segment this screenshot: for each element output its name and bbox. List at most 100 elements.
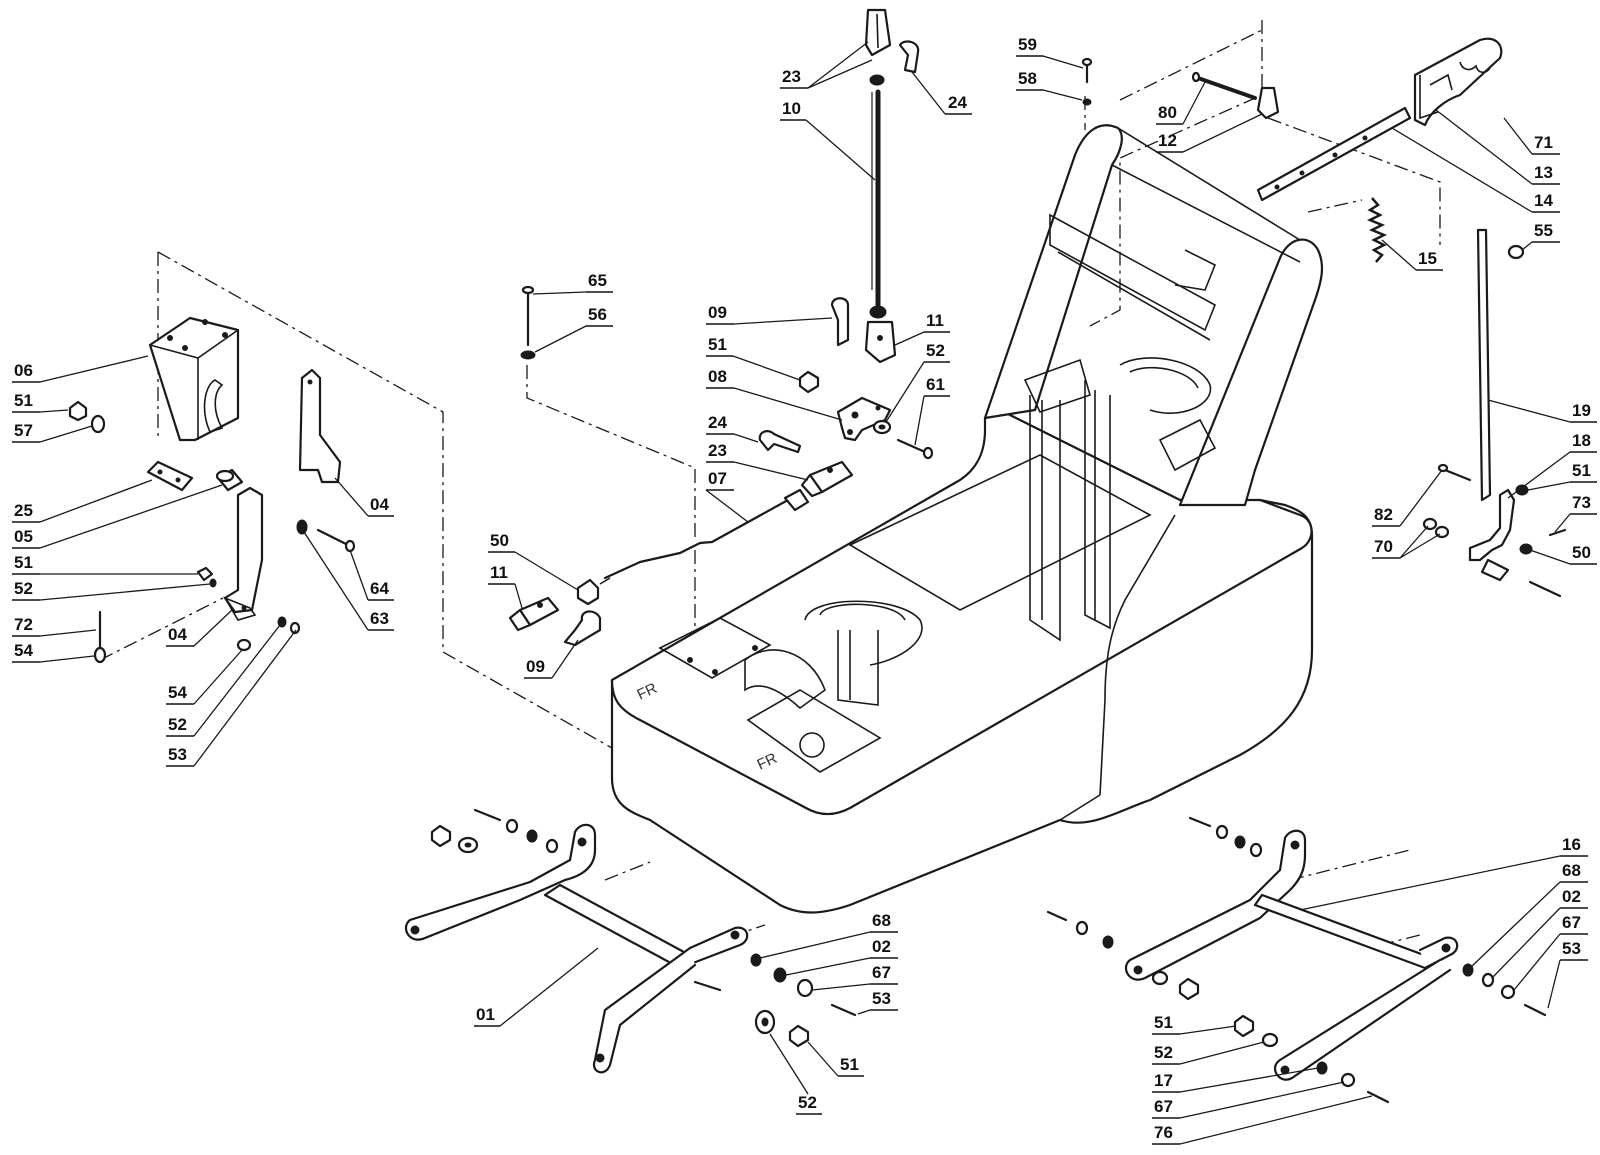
svg-text:23: 23: [782, 67, 801, 86]
svg-text:11: 11: [926, 311, 944, 330]
svg-text:50: 50: [1572, 543, 1591, 562]
svg-text:50: 50: [490, 531, 509, 550]
callout-14: 14: [1391, 127, 1560, 213]
svg-text:19: 19: [1572, 401, 1591, 420]
callout-73: 73: [1554, 493, 1597, 533]
callout-68: 68: [759, 911, 898, 959]
callout-51: 51: [1152, 1013, 1237, 1035]
callout-51: 51: [1527, 461, 1597, 491]
svg-text:51: 51: [708, 335, 727, 354]
svg-text:01: 01: [476, 1005, 495, 1024]
bracket-06: [148, 316, 240, 442]
svg-text:05: 05: [14, 527, 33, 546]
svg-text:68: 68: [872, 911, 891, 930]
svg-text:02: 02: [872, 937, 891, 956]
svg-text:53: 53: [872, 989, 891, 1008]
callout-64: 64: [349, 549, 394, 601]
fr-mark-front: FR: [755, 750, 780, 774]
callout-09: 09: [706, 303, 833, 325]
svg-text:02: 02: [1562, 887, 1581, 906]
svg-text:56: 56: [588, 305, 607, 324]
frame-16: [1124, 829, 1459, 1081]
svg-text:52: 52: [1154, 1043, 1173, 1062]
callout-02: 02: [785, 937, 898, 976]
callout-11: 11: [488, 563, 523, 609]
svg-text:67: 67: [872, 963, 891, 982]
svg-text:04: 04: [370, 495, 389, 514]
callout-50: 50: [1529, 543, 1597, 565]
callout-80: 80: [1156, 81, 1206, 125]
callout-52: 52: [1152, 1041, 1265, 1065]
callout-04: 04: [166, 609, 233, 647]
svg-text:55: 55: [1534, 221, 1553, 240]
svg-text:82: 82: [1374, 505, 1393, 524]
svg-text:51: 51: [1572, 461, 1591, 480]
svg-text:51: 51: [14, 391, 33, 410]
bolt-65: [520, 285, 536, 360]
svg-text:16: 16: [1562, 835, 1581, 854]
svg-text:15: 15: [1418, 249, 1437, 268]
pin-24-lower: [758, 430, 802, 454]
callout-65: 65: [532, 271, 613, 295]
svg-text:51: 51: [14, 553, 33, 572]
nut-12: [1256, 86, 1280, 120]
clevis-11-lower: [508, 578, 600, 632]
callout-67: 67: [1152, 1081, 1345, 1119]
callout-18: 18: [1507, 431, 1597, 499]
lever-04-lower: [223, 486, 264, 621]
callout-76: 76: [1152, 1095, 1373, 1145]
svg-text:17: 17: [1154, 1071, 1173, 1090]
callout-52: 52: [885, 341, 950, 423]
svg-text:58: 58: [1018, 69, 1037, 88]
left-small-hardware: [68, 400, 356, 664]
callout-71: 71: [1503, 117, 1560, 155]
bracket-18: [1468, 488, 1516, 582]
callout-58: 58: [1016, 69, 1083, 101]
frame-01: [404, 823, 749, 1074]
clevis-11-upper: [864, 320, 897, 364]
callout-53: 53: [857, 989, 898, 1015]
svg-text:57: 57: [14, 421, 33, 440]
svg-text:54: 54: [168, 683, 187, 702]
svg-text:09: 09: [708, 303, 727, 322]
svg-text:68: 68: [1562, 861, 1581, 880]
svg-text:61: 61: [926, 375, 945, 394]
callout-19: 19: [1487, 399, 1597, 423]
svg-text:52: 52: [168, 715, 187, 734]
pin-09-upper: [830, 297, 850, 347]
callout-15: 15: [1381, 239, 1443, 271]
callout-51: 51: [12, 391, 69, 413]
link-19: [1476, 228, 1525, 502]
lever-04-upper: [298, 368, 342, 484]
svg-text:54: 54: [14, 641, 33, 660]
callout-52: 52: [166, 624, 281, 737]
callout-11: 11: [894, 311, 950, 346]
callout-57: 57: [12, 421, 93, 443]
callout-51: 51: [706, 335, 801, 381]
pin-09-lower: [563, 610, 602, 647]
svg-text:51: 51: [840, 1055, 859, 1074]
console-body: FR FR: [610, 124, 1324, 914]
svg-text:04: 04: [168, 625, 187, 644]
svg-text:52: 52: [14, 579, 33, 598]
callout-51: 51: [12, 553, 198, 575]
callout-02: 02: [1491, 887, 1588, 979]
callouts: 23 24 10 09 11 65 56 51 52 08 61 24 23 0…: [12, 35, 1597, 1145]
svg-text:11: 11: [490, 563, 508, 582]
callout-16: 16: [1299, 835, 1588, 911]
svg-text:63: 63: [370, 609, 389, 628]
svg-text:67: 67: [1562, 913, 1581, 932]
bar-14: [1256, 106, 1412, 202]
callout-17: 17: [1152, 1067, 1319, 1093]
callout-53: 53: [1547, 939, 1588, 1009]
callout-08: 08: [706, 367, 843, 421]
svg-text:59: 59: [1018, 35, 1037, 54]
svg-text:71: 71: [1534, 133, 1553, 152]
callout-52: 52: [12, 579, 211, 601]
callout-70: 70: [1372, 525, 1441, 559]
callout-24: 24: [911, 71, 972, 115]
callout-25: 25: [12, 479, 153, 523]
svg-text:24: 24: [708, 413, 727, 432]
svg-text:53: 53: [1562, 939, 1581, 958]
